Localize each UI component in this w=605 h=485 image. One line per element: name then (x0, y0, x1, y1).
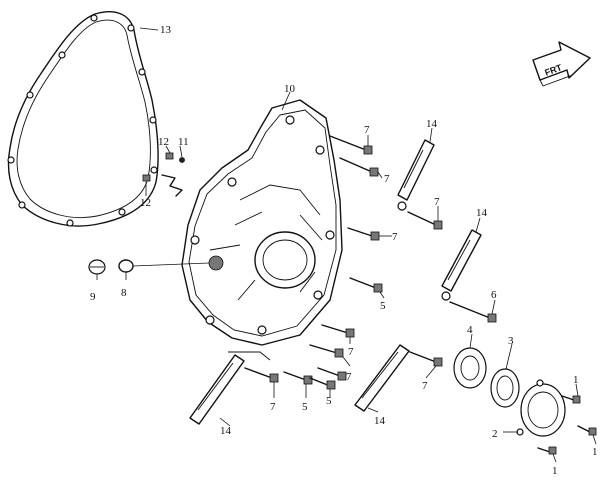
callout-7-b: 7 (384, 173, 390, 185)
cover-center-bore (254, 231, 316, 289)
strap-upper (397, 139, 435, 211)
bolt-7-lower-3 (317, 367, 347, 381)
bolt-5-upper (349, 277, 383, 293)
callout-2: 2 (492, 428, 498, 440)
bearing (453, 347, 487, 389)
callout-12-lower: 12 (140, 197, 151, 209)
leader-lines (96, 27, 597, 463)
callout-14-lower-left: 14 (220, 425, 232, 437)
callout-7-e: 7 (348, 346, 354, 358)
callout-4: 4 (467, 324, 473, 336)
clip-bracket (142, 152, 185, 197)
callout-7-a: 7 (364, 124, 370, 136)
bearing-cap (516, 379, 566, 437)
callout-7-g: 7 (422, 380, 428, 392)
callout-7-d: 7 (434, 196, 440, 208)
bolt-5-lower-1 (283, 371, 313, 385)
o-ring (118, 259, 134, 273)
bolt-7-lower-1 (321, 324, 355, 338)
callout-7-c: 7 (392, 231, 398, 243)
callout-7-h: 7 (270, 401, 276, 413)
bolt-7-upper (329, 135, 373, 155)
bolt-7-lower-2 (309, 344, 344, 358)
callout-14-upper: 14 (426, 118, 438, 130)
oil-seal (490, 368, 520, 408)
callout-11: 11 (178, 136, 189, 148)
cover-ribs (209, 184, 323, 301)
drain-plug (88, 259, 106, 275)
crankcase-cover (181, 99, 343, 346)
callout-14-right: 14 (476, 207, 488, 219)
callout-1-a: 1 (573, 374, 579, 386)
callout-12-upper: 12 (158, 136, 169, 148)
bolt-7-lower-4 (244, 367, 279, 383)
bolt-6 (449, 301, 497, 323)
bolt-7-bearing (409, 351, 443, 367)
cover-gasket (7, 11, 159, 227)
callout-14-lower-right: 14 (374, 415, 386, 427)
bolt-7-upper-2 (339, 157, 379, 177)
strap-lower-left (189, 351, 271, 425)
callout-5-lower-1: 5 (302, 401, 308, 413)
callout-9: 9 (90, 291, 96, 303)
callout-labels: 13 10 12 11 12 9 8 7 7 7 7 14 14 5 6 4 3… (90, 24, 598, 477)
callout-5-lower-2: 5 (326, 395, 332, 407)
callout-8: 8 (121, 287, 127, 299)
strap-right (441, 229, 482, 301)
callout-5-upper: 5 (380, 300, 386, 312)
cover-bolt-bosses (190, 115, 335, 335)
cap-screws (537, 395, 597, 455)
callout-10: 10 (284, 83, 296, 95)
callout-1-b: 1 (592, 446, 598, 458)
callout-13: 13 (160, 24, 172, 36)
callout-3: 3 (508, 335, 514, 347)
front-direction-arrow: FRT (532, 41, 591, 87)
callout-1-c: 1 (552, 465, 558, 477)
bolt-5-lower-2 (309, 377, 336, 390)
bolt-7-mid (347, 227, 380, 241)
strap-lower-right (354, 344, 410, 412)
gasket-bolt-holes (7, 14, 158, 227)
bolt-7-right (407, 211, 443, 230)
callout-6: 6 (491, 289, 497, 301)
callout-7-f: 7 (346, 371, 352, 383)
